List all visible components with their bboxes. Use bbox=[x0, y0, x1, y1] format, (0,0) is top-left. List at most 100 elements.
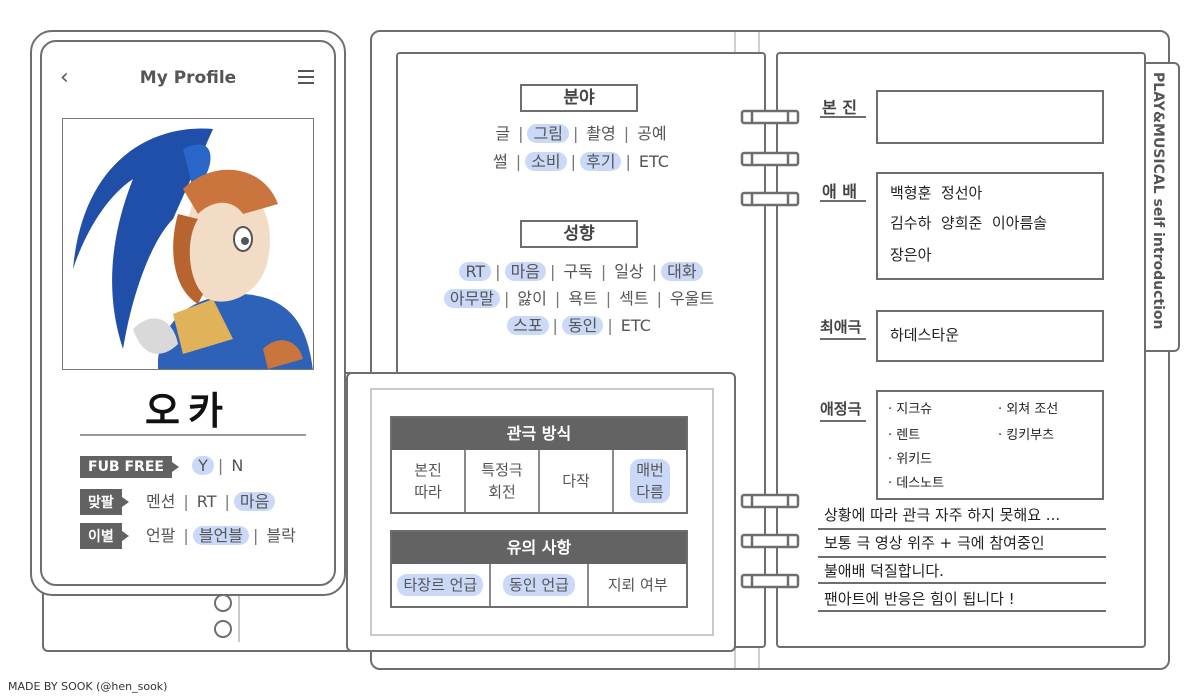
tendency-depressed[interactable]: 우울트 bbox=[669, 289, 715, 308]
caution-cell-trigger[interactable]: 지뢰 여부 bbox=[587, 564, 686, 606]
loved-label: 애정극 bbox=[820, 400, 862, 418]
tendency-chat[interactable]: 대화 bbox=[661, 262, 703, 281]
tendency-random[interactable]: 아무말 bbox=[443, 289, 501, 308]
tendency-doujin[interactable]: 동인 bbox=[561, 316, 604, 335]
note-line-4: 팬아트에 반응은 힘이 됩니다 ! bbox=[824, 590, 1015, 608]
field-craft[interactable]: 공예 bbox=[637, 124, 667, 143]
caution-table: 유의 사항 타장르 언급 동인 언급 지뢰 여부 bbox=[390, 530, 688, 608]
ring-icon bbox=[740, 109, 800, 125]
tendency-swear[interactable]: 욕트 bbox=[568, 289, 598, 308]
binder-rings bbox=[740, 109, 800, 589]
field-etc[interactable]: ETC bbox=[638, 152, 669, 171]
actor-label: 애 배 bbox=[822, 182, 858, 201]
tendency-row-1: RT|마음|구독|일상|대화 bbox=[396, 258, 766, 282]
tendency-spoiler[interactable]: 스포 bbox=[507, 316, 549, 335]
actor-line-1: 백형훈 정선아 bbox=[890, 184, 983, 202]
note-line-2: 보통 극 영상 위주 + 극에 참여중인 bbox=[824, 534, 1045, 552]
caution-cell-other-genre[interactable]: 타장르 언급 bbox=[392, 564, 489, 606]
loved-item-3: · 렌트 bbox=[888, 428, 921, 443]
main-label-underline bbox=[820, 116, 866, 118]
tendency-daily[interactable]: 일상 bbox=[614, 262, 644, 281]
caution-header: 유의 사항 bbox=[392, 532, 686, 564]
ticket-hole bbox=[214, 620, 232, 638]
follow-label: 맞팔 bbox=[80, 489, 129, 515]
tendency-label: 성향 bbox=[516, 220, 638, 252]
name-divider bbox=[80, 434, 306, 436]
follow-row: 맞팔 멘션|RT|마음 bbox=[80, 488, 320, 515]
field-photo[interactable]: 촬영 bbox=[586, 124, 616, 143]
tendency-sexual[interactable]: 섹트 bbox=[619, 289, 649, 308]
viewing-table: 관극 방식 본진 따라 특정극 회전 다작 매번 다름 bbox=[390, 416, 688, 514]
farewell-block[interactable]: 블락 bbox=[266, 526, 296, 545]
viewing-cell-main-text: 본진 따라 bbox=[414, 461, 442, 501]
field-story[interactable]: 썰 bbox=[493, 152, 508, 171]
loved-item-4: · 킹키부츠 bbox=[998, 428, 1055, 443]
back-icon[interactable]: ‹ bbox=[60, 65, 69, 90]
menu-icon[interactable] bbox=[298, 70, 314, 84]
caution-trigger-text: 지뢰 여부 bbox=[607, 576, 668, 594]
side-tab-label: PLAY&MUSICAL self introduction bbox=[1150, 72, 1166, 330]
note-line-1: 상황에 따라 관극 자주 하지 못해요 ... bbox=[824, 506, 1061, 524]
ticket-inner bbox=[370, 388, 714, 636]
actor-line-2: 김수하 양희준 이아름솔 bbox=[890, 214, 1048, 232]
follow-mention[interactable]: 멘션 bbox=[145, 492, 176, 511]
favorite-label-underline bbox=[820, 338, 866, 340]
tendency-etc[interactable]: ETC bbox=[620, 316, 651, 335]
tendency-subscribe[interactable]: 구독 bbox=[563, 262, 593, 281]
caution-cell-doujin[interactable]: 동인 언급 bbox=[488, 564, 588, 606]
loved-field[interactable]: · 지크슈 · 외쳐 조선 · 렌트 · 킹키부츠 · 위키드 · 데스노트 bbox=[876, 390, 1104, 500]
field-row-2: 썰|소비|후기|ETC bbox=[396, 148, 766, 172]
viewing-cell-repeat[interactable]: 특정극 회전 bbox=[464, 450, 538, 512]
profile-name: 오카 bbox=[145, 389, 231, 433]
fub-row: FUB FREE Y|N bbox=[80, 456, 320, 478]
viewing-cell-main[interactable]: 본진 따라 bbox=[392, 450, 464, 512]
tendency-fangirl[interactable]: 앓이 bbox=[517, 289, 547, 308]
note-line-3: 불애배 덕질합니다. bbox=[824, 562, 944, 580]
favorite-value: 하데스타운 bbox=[890, 326, 960, 344]
profile-title: My Profile bbox=[139, 68, 237, 88]
ticket-hole bbox=[214, 594, 232, 612]
field-writing[interactable]: 글 bbox=[495, 124, 511, 143]
main-label: 본 진 bbox=[822, 98, 858, 117]
credit-text: MADE BY SOOK (@hen_sook) bbox=[8, 680, 168, 693]
field-row-1: 글|그림|촬영|공예 bbox=[396, 120, 766, 144]
fub-free-label: FUB FREE bbox=[80, 456, 179, 478]
viewing-cell-many[interactable]: 다작 bbox=[538, 450, 612, 512]
fub-no[interactable]: N bbox=[231, 456, 244, 475]
viewing-cell-varies[interactable]: 매번 다름 bbox=[612, 450, 686, 512]
tendency-rt[interactable]: RT bbox=[459, 262, 492, 281]
fub-yes[interactable]: Y bbox=[192, 456, 214, 475]
tendency-row-2: 아무말|앓이|욕트|섹트|우울트 bbox=[396, 285, 766, 309]
note-rule bbox=[818, 556, 1106, 558]
field-review[interactable]: 후기 bbox=[580, 152, 622, 171]
note-rule bbox=[818, 528, 1106, 530]
avatar-illustration bbox=[73, 128, 313, 369]
main-field[interactable] bbox=[876, 90, 1104, 144]
viewing-cell-many-text: 다작 bbox=[562, 472, 590, 490]
follow-rt[interactable]: RT bbox=[196, 492, 217, 511]
farewell-row: 이별 언팔|블언블|블락 bbox=[80, 522, 320, 549]
viewing-cell-varies-text: 매번 다름 bbox=[630, 459, 670, 503]
favorite-field[interactable]: 하데스타운 bbox=[876, 310, 1104, 362]
side-tab: PLAY&MUSICAL self introduction bbox=[1146, 62, 1180, 352]
farewell-unfollow[interactable]: 언팔 bbox=[145, 526, 176, 545]
field-drawing[interactable]: 그림 bbox=[527, 124, 569, 143]
ticket-perforation bbox=[238, 592, 240, 642]
farewell-softblock[interactable]: 블언블 bbox=[192, 526, 249, 545]
farewell-label: 이별 bbox=[80, 523, 129, 549]
field-label: 분야 bbox=[516, 84, 638, 116]
viewing-header: 관극 방식 bbox=[392, 418, 686, 450]
follow-heart[interactable]: 마음 bbox=[233, 492, 276, 511]
favorite-label: 최애극 bbox=[820, 318, 862, 336]
viewing-cell-repeat-text: 특정극 회전 bbox=[481, 461, 523, 501]
actor-label-underline bbox=[820, 200, 866, 202]
field-consume[interactable]: 소비 bbox=[525, 152, 567, 171]
tendency-section: RT|마음|구독|일상|대화 아무말|앓이|욕트|섹트|우울트 스포|동인|ET… bbox=[396, 258, 766, 348]
loved-item-2: · 외쳐 조선 bbox=[998, 402, 1059, 417]
actor-field[interactable]: 백형훈 정선아 김수하 양희준 이아름솔 장은아 bbox=[876, 172, 1104, 280]
caution-other-genre-text: 타장르 언급 bbox=[397, 574, 484, 596]
caution-doujin-text: 동인 언급 bbox=[503, 574, 575, 596]
note-rule bbox=[818, 610, 1106, 612]
tendency-heart[interactable]: 마음 bbox=[504, 262, 547, 281]
actor-line-3: 장은아 bbox=[890, 246, 932, 264]
